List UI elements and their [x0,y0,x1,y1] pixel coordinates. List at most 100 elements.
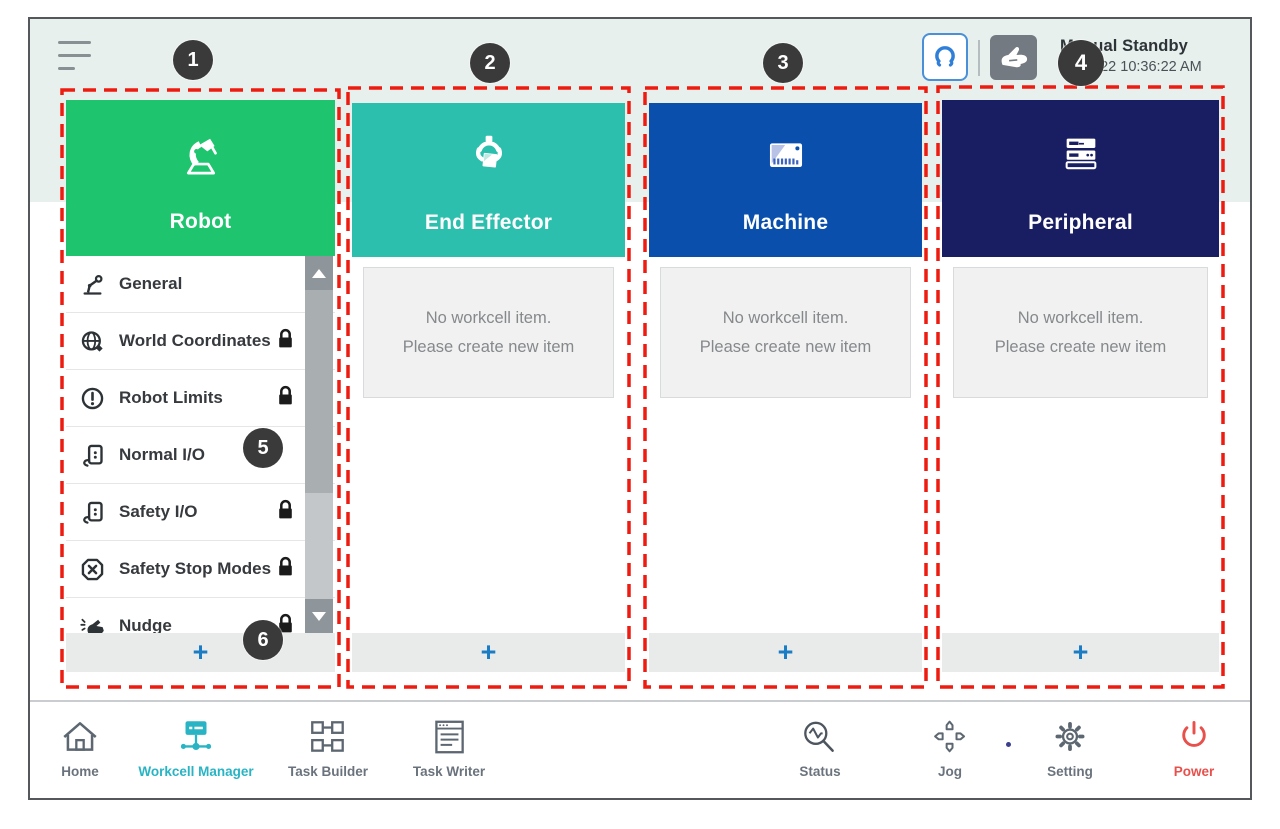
plus-icon: + [777,637,794,667]
lock-icon [276,385,295,411]
workcell-item-general[interactable]: General [66,256,335,313]
hand-mode-button[interactable] [990,35,1037,80]
empty-text-line2: Please create new item [994,337,1167,356]
task-builder-icon [268,712,388,762]
task-writer-icon [389,712,509,762]
server-stack-icon [1054,126,1108,185]
nav-label: Jog [937,764,962,779]
nav-label: Workcell Manager [138,764,254,779]
workcell-item-label: Normal I/O [119,445,205,464]
nav-label: Task Writer [412,764,486,779]
column-title: Peripheral [1028,211,1133,234]
robot-mode-button[interactable] [922,33,968,81]
cnc-machine-icon [759,129,813,188]
workcell-item-label: General [119,274,183,293]
workcell-column-header-machine[interactable]: Machine [649,103,922,257]
annotation-badge-2: 2 [470,43,510,83]
home-icon [50,712,110,762]
workcell-item-label: Safety I/O [119,502,198,521]
gripper-icon [928,37,962,78]
annotation-badge-4: 4 [1058,40,1104,86]
workcell-item-normal-io[interactable]: Normal I/O [66,427,335,484]
hand-gesture-icon [996,38,1032,77]
status-timestamp: 2.22 10:36:22 AM [1088,59,1202,75]
machine-empty-state: No workcell item. Please create new item [660,267,911,398]
io-icon [76,442,108,469]
column-title: End Effector [424,211,553,234]
add-item-button-peripheral[interactable]: + [942,633,1219,672]
peripheral-empty-state: No workcell item. Please create new item [953,267,1208,398]
empty-text-line1: No workcell item. [722,308,849,327]
separator-dot [1006,742,1011,747]
annotation-badge-3: 3 [763,43,803,83]
lock-icon [276,328,295,354]
plus-icon: + [1072,637,1089,667]
workcell-item-safety-io[interactable]: Safety I/O [66,484,335,541]
scrollbar-thumb[interactable] [305,290,333,493]
workcell-item-label: World Coordinates [119,331,271,350]
nav-item-home[interactable]: Home [50,712,110,779]
nav-item-status[interactable]: Status [780,712,860,779]
nav-label: Status [799,764,841,779]
workcell-item-label: Safety Stop Modes [119,559,272,578]
hamburger-menu-icon[interactable] [58,41,94,73]
topbar-divider [978,40,980,76]
robot-limits-icon [76,385,108,412]
workcell-item-world-coordinates[interactable]: World Coordinates [66,313,335,370]
workcell-item-nudge[interactable]: Nudge [66,598,335,633]
workcell-column-header-end-effector[interactable]: End Effector [352,103,625,257]
power-icon [1159,712,1229,762]
nav-item-task-builder[interactable]: Task Builder [268,712,388,779]
robot-item-list: General World Coordinates R [66,256,335,633]
workcell-manager-icon [126,712,266,762]
plus-icon: + [192,637,209,667]
plus-icon: + [480,637,497,667]
nav-item-jog[interactable]: Jog [915,712,985,779]
workcell-column-header-peripheral[interactable]: Peripheral [942,100,1219,257]
lock-icon [276,499,295,525]
nav-label: Task Builder [287,764,369,779]
nav-item-task-writer[interactable]: Task Writer [389,712,509,779]
robot-list-scrollbar[interactable] [305,256,333,633]
io-icon [76,499,108,526]
empty-text-line1: No workcell item. [1017,308,1144,327]
nav-item-workcell-manager[interactable]: Workcell Manager [126,712,266,779]
workcell-item-label: Robot Limits [119,388,223,407]
nudge-hand-icon [76,613,108,633]
gripper-box-icon [462,129,516,188]
bottom-nav-bar [30,700,1250,798]
world-coordinates-icon [76,328,108,355]
workcell-item-label: Nudge [119,616,172,633]
annotation-badge-1: 1 [173,40,213,80]
triangle-up-icon [312,268,326,278]
robot-general-icon [76,271,108,298]
workcell-column-header-robot[interactable]: Robot [66,100,335,256]
add-item-button-end-effector[interactable]: + [352,633,625,672]
column-title: Robot [169,210,232,233]
scroll-down-button[interactable] [305,599,333,633]
annotation-badge-6: 6 [243,620,283,660]
gear-icon [1030,712,1110,762]
triangle-down-icon [312,611,326,621]
annotation-badge-5: 5 [243,428,283,468]
empty-text-line2: Please create new item [402,337,575,356]
jog-dpad-icon [915,712,985,762]
end-effector-empty-state: No workcell item. Please create new item [363,267,614,398]
nav-label: Power [1173,764,1215,779]
status-monitor-icon [780,712,860,762]
nav-label: Setting [1047,764,1093,779]
scroll-up-button[interactable] [305,256,333,290]
add-item-button-machine[interactable]: + [649,633,922,672]
workcell-item-safety-stop-modes[interactable]: Safety Stop Modes [66,541,335,598]
safety-stop-icon [76,556,108,583]
lock-icon [276,556,295,582]
nav-item-setting[interactable]: Setting [1030,712,1110,779]
empty-text-line1: No workcell item. [425,308,552,327]
column-title: Machine [742,211,829,234]
empty-text-line2: Please create new item [699,337,872,356]
robot-arm-icon [172,126,230,189]
nav-label: Home [61,764,99,779]
nav-item-power[interactable]: Power [1159,712,1229,779]
add-item-button-robot[interactable]: + [66,633,335,672]
workcell-item-robot-limits[interactable]: Robot Limits [66,370,335,427]
